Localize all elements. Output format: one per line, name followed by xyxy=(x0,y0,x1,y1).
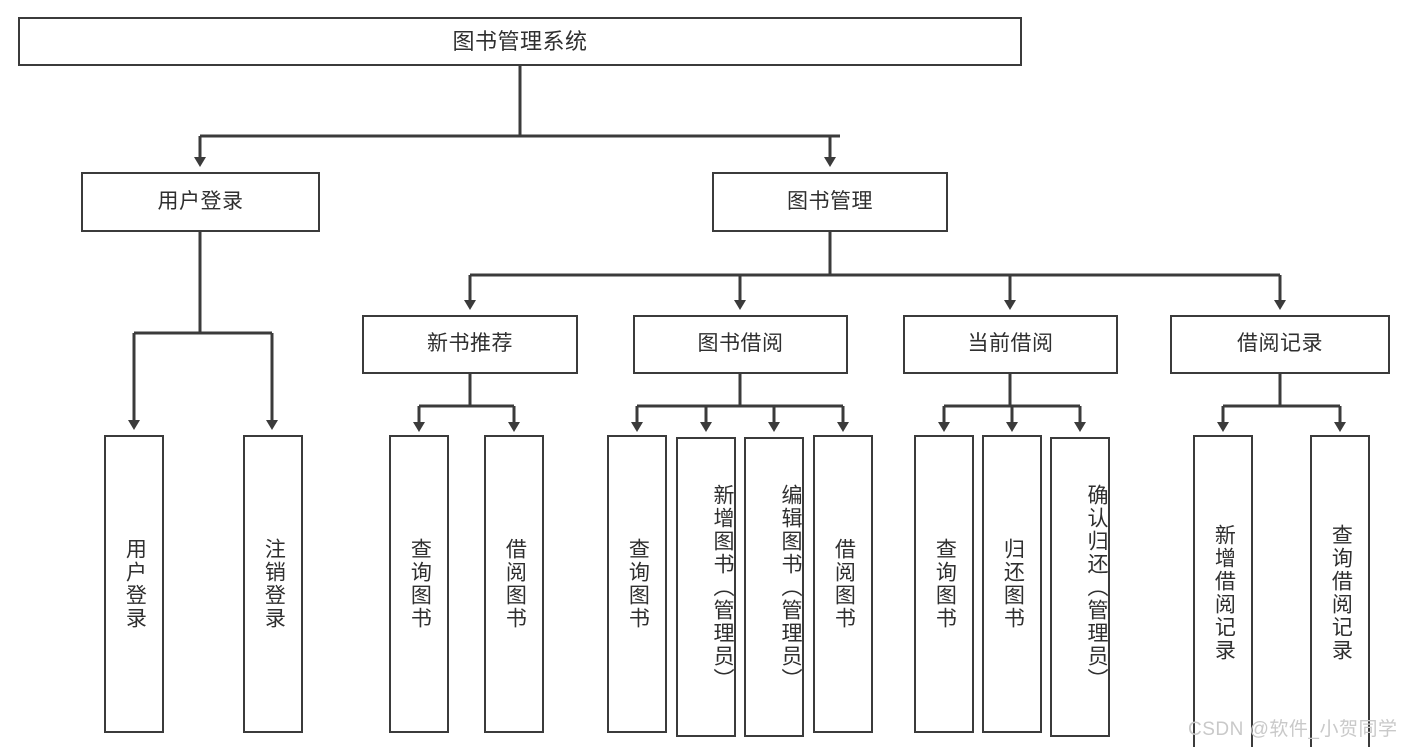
leaf-borrow-book-recommend[interactable]: 借阅图书 xyxy=(484,435,544,733)
node-label: 借阅记录 xyxy=(1237,332,1323,356)
leaf-query-book-borrow[interactable]: 查询图书 xyxy=(607,435,667,733)
node-label: 新增借阅记录 xyxy=(1212,523,1236,662)
node-label: 归还图书 xyxy=(1001,538,1025,630)
leaf-confirm-return-admin[interactable]: 确认归还（管理员） xyxy=(1050,437,1110,737)
node-user-login[interactable]: 用户登录 xyxy=(81,172,320,232)
node-borrow-record[interactable]: 借阅记录 xyxy=(1170,315,1390,374)
leaf-user-logout[interactable]: 注销登录 xyxy=(243,435,303,733)
node-new-book-recommend[interactable]: 新书推荐 xyxy=(362,315,578,374)
node-label: 查询借阅记录 xyxy=(1329,523,1353,662)
node-label: 查询图书 xyxy=(933,538,957,630)
node-label: 查询图书 xyxy=(626,538,650,630)
leaf-query-book-recommend[interactable]: 查询图书 xyxy=(389,435,449,733)
leaf-user-login[interactable]: 用户登录 xyxy=(104,435,164,733)
leaf-edit-book-admin[interactable]: 编辑图书（管理员） xyxy=(744,437,804,737)
node-label: 图书借阅 xyxy=(697,332,784,356)
node-current-borrow[interactable]: 当前借阅 xyxy=(903,315,1118,374)
node-label: 编辑图书（管理员） xyxy=(779,483,802,691)
node-label: 借阅图书 xyxy=(503,538,527,630)
node-label: 查询图书 xyxy=(408,538,432,630)
node-label: 借阅图书 xyxy=(832,538,856,630)
node-book-management-system[interactable]: 图书管理系统 xyxy=(18,17,1022,66)
node-label: 确认归还（管理员） xyxy=(1085,483,1108,691)
watermark: CSDN @软件_小贺同学 xyxy=(1188,719,1398,740)
node-label: 图书管理系统 xyxy=(452,28,588,54)
node-label: 新增图书（管理员） xyxy=(711,483,734,691)
leaf-query-book-current[interactable]: 查询图书 xyxy=(914,435,974,733)
leaf-return-book[interactable]: 归还图书 xyxy=(982,435,1042,733)
leaf-add-borrow-record[interactable]: 新增借阅记录 xyxy=(1193,435,1253,747)
node-label: 用户登录 xyxy=(157,189,244,213)
node-book-borrow[interactable]: 图书借阅 xyxy=(633,315,848,374)
node-label: 注销登录 xyxy=(262,538,286,630)
node-label: 当前借阅 xyxy=(967,332,1054,356)
node-label: 图书管理 xyxy=(787,189,873,213)
leaf-query-borrow-record[interactable]: 查询借阅记录 xyxy=(1310,435,1370,747)
leaf-borrow-book[interactable]: 借阅图书 xyxy=(813,435,873,733)
node-label: 新书推荐 xyxy=(427,332,513,356)
node-label: 用户登录 xyxy=(123,538,147,630)
leaf-add-book-admin[interactable]: 新增图书（管理员） xyxy=(676,437,736,737)
node-book-management[interactable]: 图书管理 xyxy=(712,172,948,232)
